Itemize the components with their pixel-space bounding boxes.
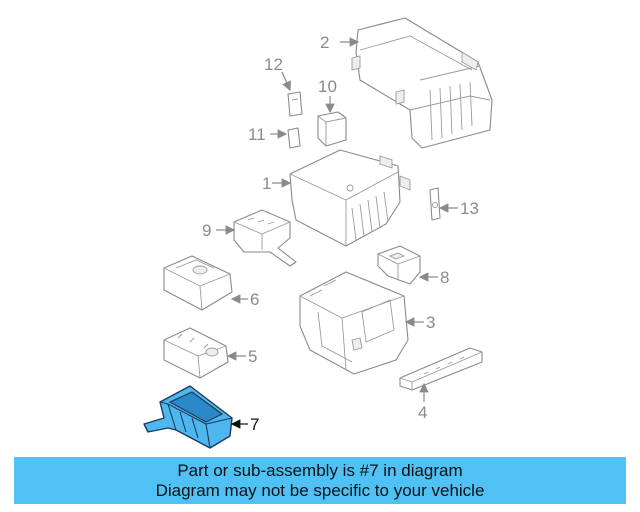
callout-2: 2 [320,33,329,52]
callout-11: 11 [248,125,266,144]
callout-9: 9 [202,221,211,240]
callout-4: 4 [418,403,427,422]
callout-6: 6 [250,290,259,309]
part-8-connector[interactable] [377,245,421,285]
callout-7: 7 [250,415,259,434]
part-12-fuse[interactable] [287,91,303,117]
banner-line-2: Diagram may not be specific to your vehi… [155,480,485,500]
callout-12: 12 [264,55,283,74]
callout-8: 8 [440,268,449,287]
callout-13: 13 [460,199,479,218]
callout-10: 10 [318,77,337,96]
parts-diagram: 2 12 10 11 1 13 9 8 6 3 5 4 7 [143,17,493,449]
part-3-lower-housing[interactable] [299,271,409,375]
part-10-relay[interactable] [317,111,347,147]
callout-1: 1 [262,174,271,193]
callout-3: 3 [426,313,435,332]
part-7-tray-highlighted[interactable] [143,385,233,449]
part-9-relay-block[interactable] [233,209,297,267]
banner-line-1: Part or sub-assembly is #7 in diagram [177,460,463,480]
part-13-clip[interactable] [429,187,441,221]
info-banner: Part or sub-assembly is #7 in diagram Di… [14,457,626,504]
part-6-block[interactable] [163,255,233,311]
part-11-fuse[interactable] [287,127,301,149]
part-5-base[interactable] [163,327,229,379]
part-1-fuse-box[interactable] [289,149,411,247]
part-4-strip[interactable] [399,347,483,391]
part-2-cover[interactable] [351,17,493,149]
leader-12 [281,71,291,92]
callout-5: 5 [248,347,257,366]
